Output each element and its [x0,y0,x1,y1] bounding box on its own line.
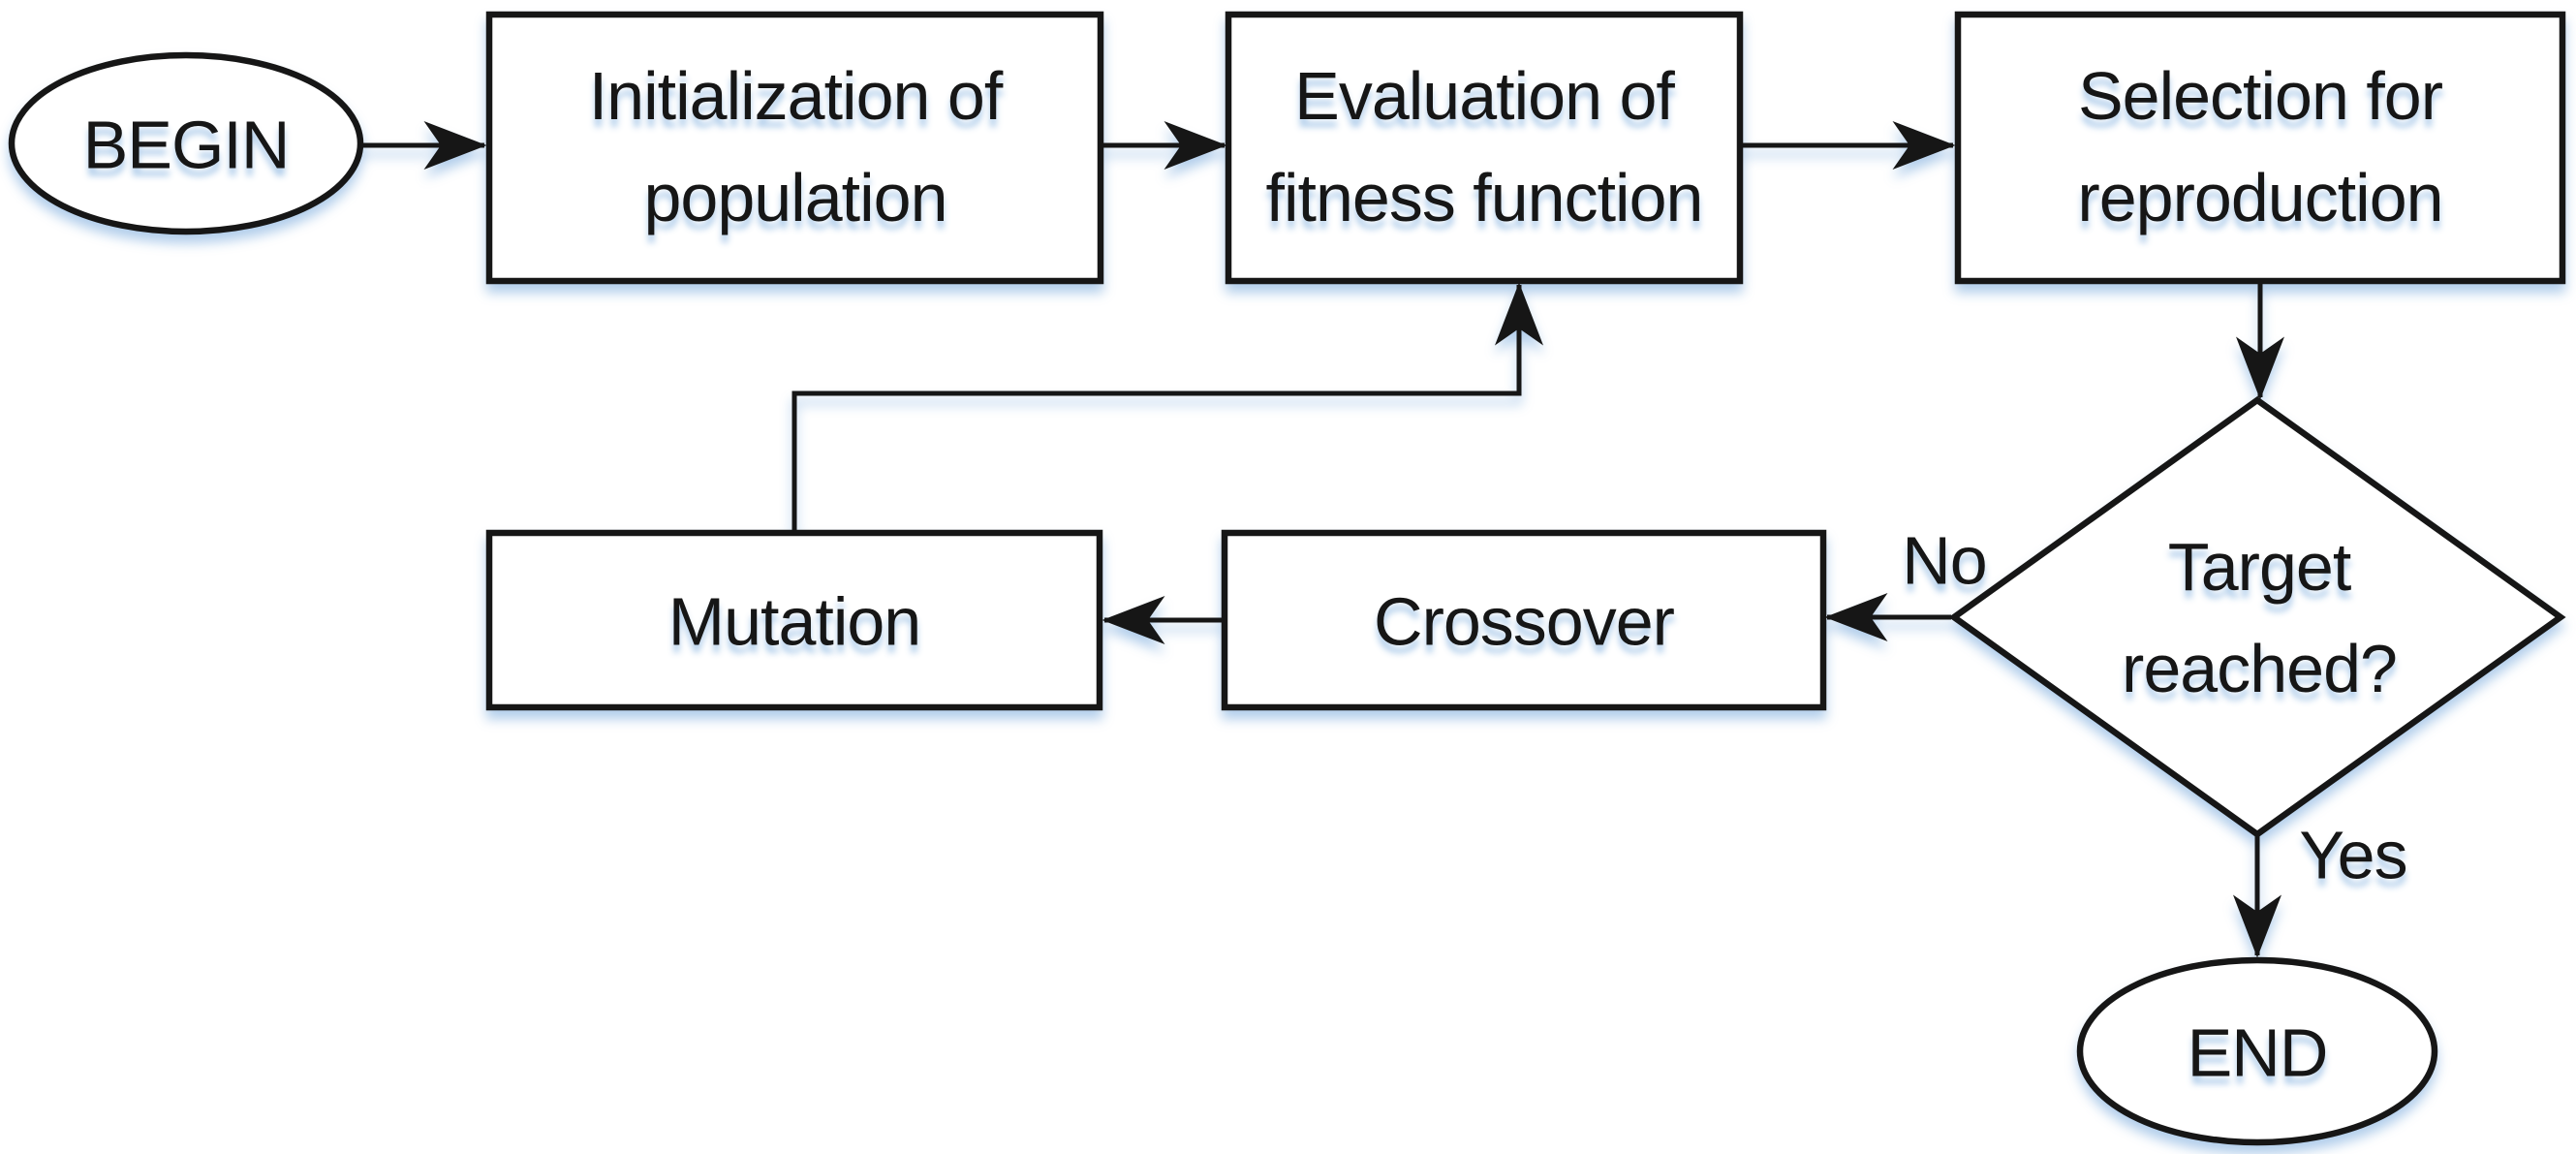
initialization-box-shape [485,11,1104,285]
begin-terminator-shape [8,51,364,235]
target-label-line2: reached? [2122,631,2398,706]
mutation-box-shape [485,529,1103,711]
target-label-line1: Target [2167,529,2352,605]
evaluation-box-shape [1225,11,1744,285]
initialization-label-line1: Initialization of [588,58,1004,134]
selection-label-line2: reproduction [2077,160,2443,235]
end-label: END [2187,1014,2329,1091]
initialization-label: Initialization of population [588,46,1004,249]
begin-label: BEGIN [82,107,291,183]
mutation-label: Mutation [667,583,921,660]
edge-mutation-to-evaluation [791,282,1543,535]
evaluation-label: Evaluation of fitness function [1265,46,1704,249]
selection-label-line1: Selection for [2077,58,2443,134]
target-label: Target reached? [2122,516,2398,720]
selection-label: Selection for reproduction [2077,46,2443,249]
crossover-label: Crossover [1374,583,1675,660]
initialization-label-line2: population [643,160,947,235]
selection-box-shape [1954,11,2566,285]
target-decision-diamond-shape [1948,396,2566,838]
end-terminator-shape [2076,956,2438,1146]
crossover-box-shape [1221,529,1827,711]
no-edge-label: No [1902,522,1987,599]
yes-edge-label: Yes [2299,817,2407,893]
evaluation-label-line1: Evaluation of [1294,58,1675,134]
evaluation-label-line2: fitness function [1265,160,1704,235]
